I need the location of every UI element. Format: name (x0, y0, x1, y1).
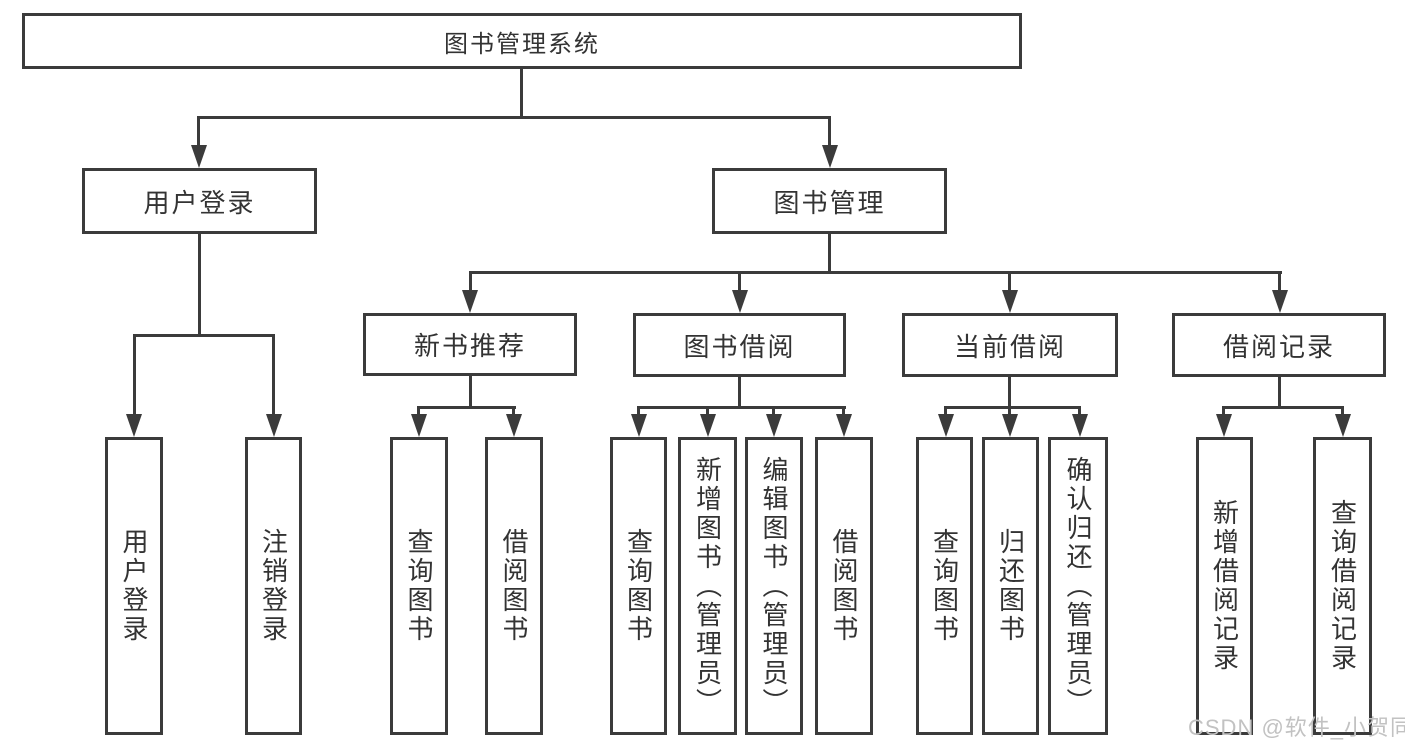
arrow-down-icon (506, 414, 522, 437)
leaf-return-books: 归还图书 (982, 437, 1039, 735)
connector-drop-current-borrow (1008, 271, 1011, 293)
connector-drop-user-login (197, 116, 200, 148)
node-user-login: 用户登录 (82, 168, 317, 234)
node-borrow-records-label: 借阅记录 (1222, 331, 1335, 362)
node-current-borrow: 当前借阅 (902, 313, 1118, 377)
leaf-confirm-return-admin: 确认归还（管理员） (1048, 437, 1108, 735)
connector-drop (1008, 406, 1011, 416)
leaf-query-books-borrow-label: 查询图书 (623, 528, 654, 644)
leaf-query-books-recommend-label: 查询图书 (404, 528, 434, 644)
arrow-down-icon (631, 414, 647, 437)
arrow-down-icon (462, 290, 478, 313)
leaf-borrow-books-recommend: 借阅图书 (485, 437, 543, 735)
leaf-query-books-current-label: 查询图书 (929, 528, 960, 644)
arrow-down-icon (1216, 414, 1232, 437)
arrow-down-icon (938, 414, 954, 437)
node-library-system: 图书管理系统 (22, 13, 1022, 69)
arrow-down-icon (266, 414, 282, 437)
leaf-confirm-return-admin-label: 确认归还（管理员） (1063, 455, 1093, 717)
node-book-borrow-label: 图书借阅 (683, 331, 796, 362)
connector-bookmgmt-rail (469, 271, 1282, 274)
arrow-down-icon (1002, 414, 1018, 437)
connector-drop (637, 406, 640, 416)
connector-newbooks-rail (417, 406, 516, 409)
arrow-down-icon (411, 414, 427, 437)
leaf-add-borrow-record-label: 新增借阅记录 (1209, 499, 1240, 673)
leaf-query-borrow-record-label: 查询借阅记录 (1327, 499, 1358, 673)
connector-bookmgmt-stem (828, 234, 831, 274)
arrow-down-icon (1002, 290, 1018, 313)
node-borrow-records: 借阅记录 (1172, 313, 1386, 377)
arrow-down-icon (1072, 414, 1088, 437)
connector-drop (772, 406, 775, 416)
arrow-down-icon (700, 414, 716, 437)
leaf-query-books-recommend: 查询图书 (390, 437, 448, 735)
leaf-query-books-current: 查询图书 (916, 437, 973, 735)
leaf-add-books-admin: 新增图书（管理员） (678, 437, 737, 735)
node-new-book-recommend: 新书推荐 (363, 313, 577, 376)
connector-user-stem (198, 233, 201, 337)
connector-drop-new-books (469, 271, 472, 293)
leaf-add-borrow-record: 新增借阅记录 (1196, 437, 1253, 735)
arrow-down-icon (1272, 290, 1288, 313)
leaf-user-login-label: 用户登录 (119, 528, 149, 644)
node-book-management-label: 图书管理 (773, 187, 886, 218)
connector-drop-book-borrow (738, 271, 741, 293)
leaf-logout-label: 注销登录 (258, 528, 289, 644)
node-book-borrow: 图书借阅 (633, 313, 846, 377)
connector-records-stem (1278, 377, 1281, 409)
arrow-down-icon (191, 145, 207, 168)
connector-drop (706, 406, 709, 416)
connector-drop (1078, 406, 1081, 416)
connector-drop (1341, 406, 1344, 416)
leaf-add-books-admin-label: 新增图书（管理员） (692, 455, 723, 717)
connector-drop (944, 406, 947, 416)
arrow-down-icon (1335, 414, 1351, 437)
connector-drop (417, 406, 420, 416)
leaf-logout: 注销登录 (245, 437, 302, 735)
connector-currentborrow-rail (944, 406, 1081, 409)
leaf-user-login: 用户登录 (105, 437, 163, 735)
leaf-edit-books-admin: 编辑图书（管理员） (745, 437, 803, 735)
connector-drop (1222, 406, 1225, 416)
connector-records-rail (1222, 406, 1344, 409)
leaf-edit-books-admin-label: 编辑图书（管理员） (759, 455, 789, 717)
connector-bookborrow-rail (637, 406, 846, 409)
leaf-query-borrow-record: 查询借阅记录 (1313, 437, 1372, 735)
node-current-borrow-label: 当前借阅 (953, 331, 1066, 362)
csdn-watermark: CSDN @软件_小贺同学 (1188, 715, 1405, 740)
connector-drop (842, 406, 845, 416)
node-book-management: 图书管理 (712, 168, 947, 234)
connector-user-rail (133, 334, 275, 337)
leaf-borrow-books-label: 借阅图书 (829, 528, 859, 644)
connector-root-rail (197, 116, 831, 119)
arrow-down-icon (126, 414, 142, 437)
arrow-down-icon (836, 414, 852, 437)
connector-drop-leaf-login (133, 334, 136, 414)
connector-currentborrow-stem (1008, 377, 1011, 409)
node-new-book-recommend-label: 新书推荐 (413, 331, 526, 361)
leaf-borrow-books-recommend-label: 借阅图书 (499, 528, 529, 644)
leaf-return-books-label: 归还图书 (995, 528, 1026, 644)
connector-drop-leaf-logout (272, 334, 275, 414)
node-library-system-label: 图书管理系统 (444, 30, 600, 58)
connector-drop-book-mgmt (828, 116, 831, 148)
connector-bookborrow-stem (738, 377, 741, 409)
leaf-borrow-books: 借阅图书 (815, 437, 873, 735)
arrow-down-icon (822, 145, 838, 168)
leaf-query-books-borrow: 查询图书 (610, 437, 667, 735)
connector-drop-borrow-records (1278, 271, 1281, 293)
connector-newbooks-stem (469, 376, 472, 409)
node-user-login-label: 用户登录 (143, 187, 256, 218)
connector-root-stem (520, 68, 523, 118)
connector-drop (512, 406, 515, 416)
arrow-down-icon (732, 290, 748, 313)
arrow-down-icon (766, 414, 782, 437)
